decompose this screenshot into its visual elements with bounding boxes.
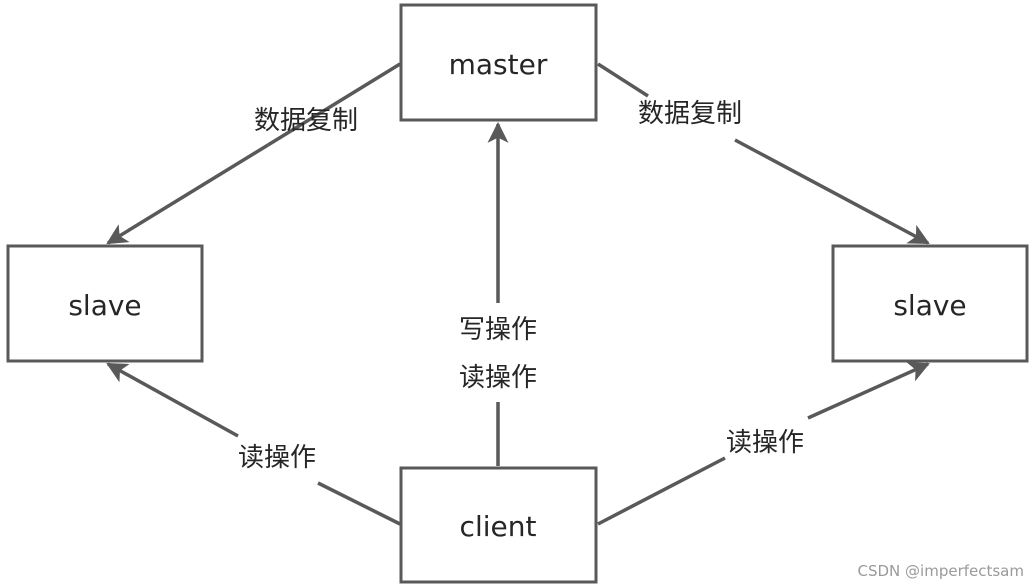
edge-label-client-master-write: 写操作 bbox=[459, 315, 537, 345]
node-client-label: client bbox=[460, 510, 537, 543]
edge-master-to-slave-right-lower bbox=[734, 138, 930, 245]
edge-master-to-slave-left-lower bbox=[106, 143, 269, 245]
node-slave-left-label: slave bbox=[68, 289, 141, 322]
edge-master-to-slave-left bbox=[267, 62, 401, 147]
edge-label-client-slave-right: 读操作 bbox=[726, 428, 804, 458]
watermark-text: CSDN @imperfectsam bbox=[858, 562, 1025, 580]
edge-client-to-slave-left-upper bbox=[106, 362, 239, 438]
node-master-label: master bbox=[449, 48, 548, 81]
edge-master-to-slave-right bbox=[597, 62, 649, 98]
edge-label-client-master-read: 读操作 bbox=[459, 363, 537, 393]
node-slave-left: slave bbox=[6, 244, 204, 363]
edge-client-to-slave-left-lower bbox=[317, 481, 401, 526]
node-slave-right-label: slave bbox=[893, 289, 966, 322]
edge-label-master-slave-left: 数据复制 bbox=[254, 106, 358, 136]
edge-label-client-slave-left: 读操作 bbox=[238, 443, 316, 473]
edge-client-to-slave-right-lower bbox=[597, 456, 726, 526]
node-client: client bbox=[399, 466, 598, 584]
edge-client-to-slave-right-upper bbox=[807, 362, 930, 420]
node-slave-right: slave bbox=[831, 244, 1029, 363]
edge-label-master-slave-right: 数据复制 bbox=[638, 99, 742, 129]
node-master: master bbox=[399, 3, 598, 122]
